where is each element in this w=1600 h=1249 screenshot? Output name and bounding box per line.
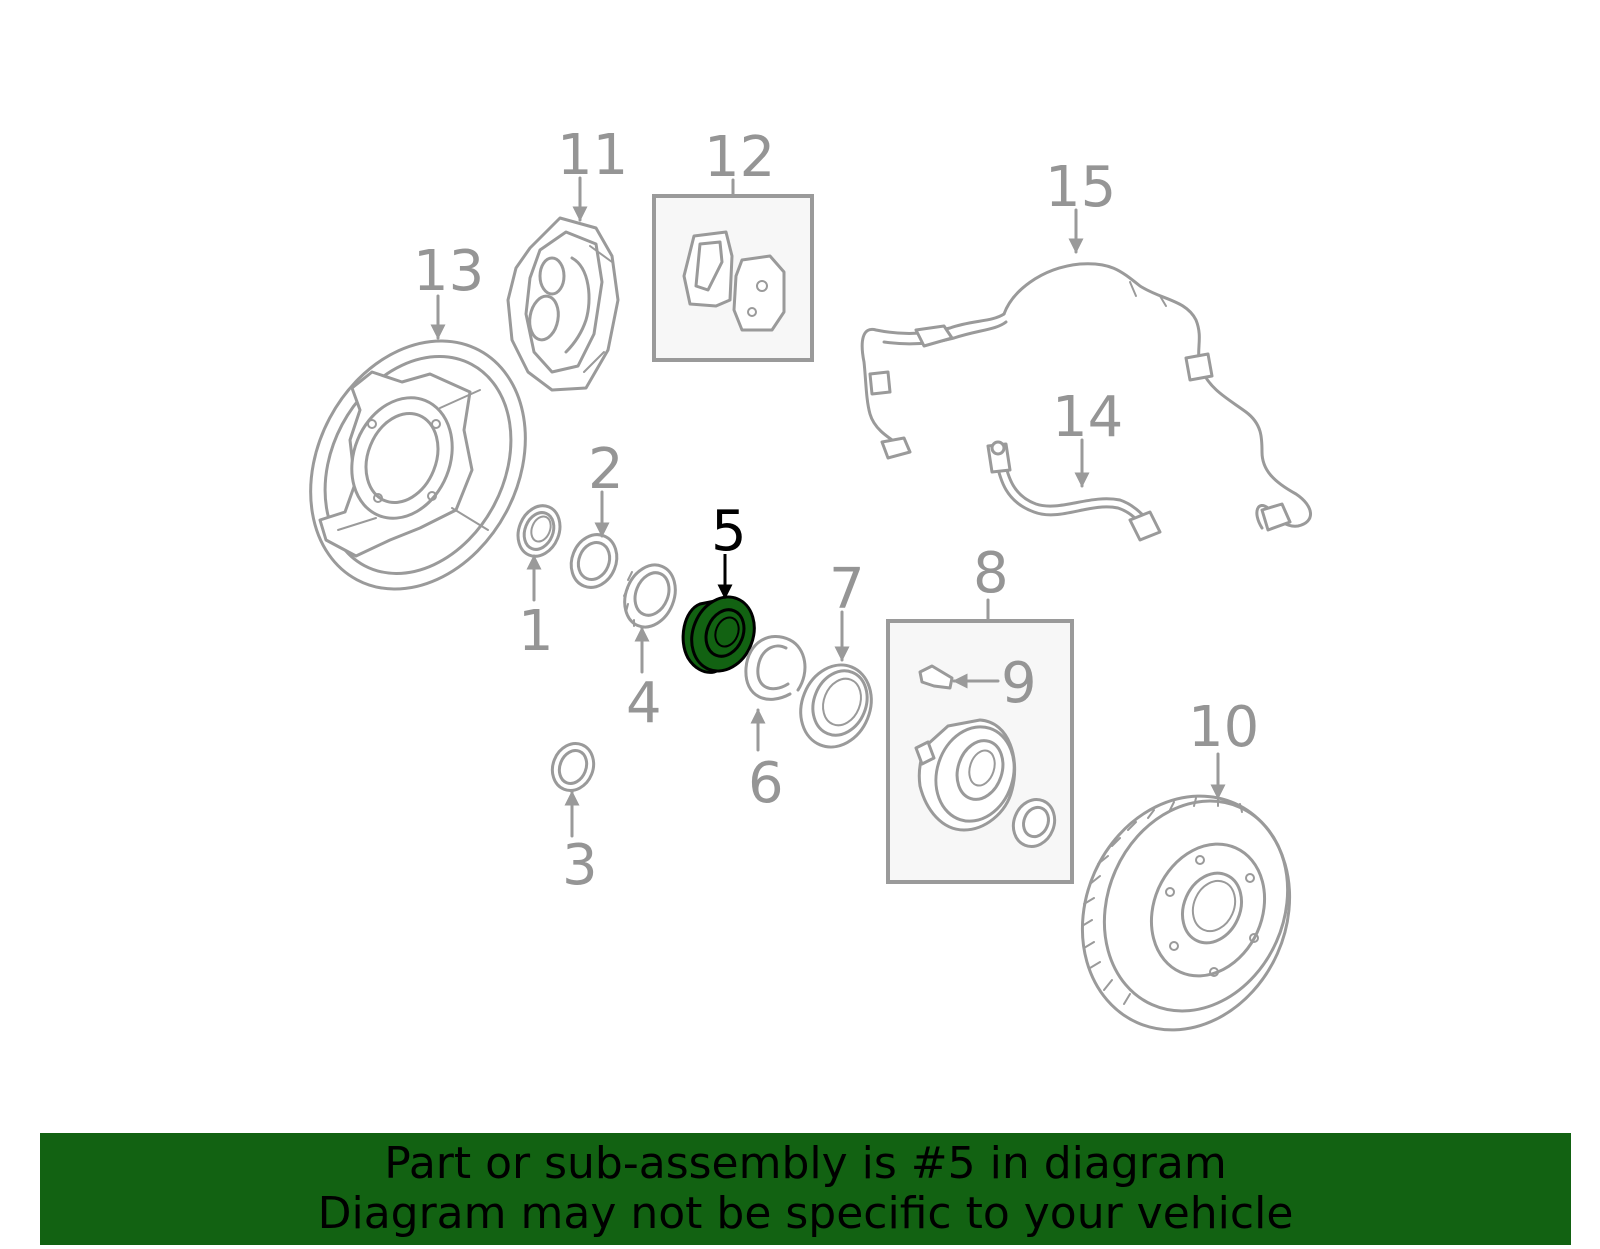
label-13[interactable]: 13 [413,239,484,304]
label-3[interactable]: 3 [562,833,598,898]
label-6[interactable]: 6 [748,751,784,816]
part-11-caliper[interactable] [506,216,620,392]
label-9[interactable]: 9 [1001,651,1037,716]
part-15-abs-harness[interactable] [860,262,1312,532]
label-12[interactable]: 12 [704,125,775,190]
callout-labels: 11 12 13 15 14 2 5 7 8 1 4 9 10 6 3 [413,123,1259,898]
part-12-pads-box[interactable] [652,194,814,362]
banner-line-disclaimer: Diagram may not be specific to your vehi… [317,1188,1294,1239]
part-14-brake-hose[interactable] [986,440,1162,542]
part-7-grease-seal[interactable] [789,654,884,757]
label-8[interactable]: 8 [973,541,1009,606]
label-1[interactable]: 1 [518,599,554,664]
part-6-snap-ring[interactable] [744,635,807,701]
label-11[interactable]: 11 [557,123,628,188]
part-4-bearing[interactable] [616,557,684,634]
part-3-small-seal[interactable] [545,737,600,796]
info-banner: Part or sub-assembly is #5 in diagram Di… [40,1133,1571,1245]
banner-line-part: Part or sub-assembly is #5 in diagram [384,1138,1227,1189]
part-13-dust-shield[interactable] [269,303,568,626]
label-15[interactable]: 15 [1045,155,1116,220]
label-5[interactable]: 5 [711,499,747,564]
part-2-bearing-race[interactable] [563,528,624,595]
label-14[interactable]: 14 [1052,385,1123,450]
label-7[interactable]: 7 [829,557,865,622]
part-5-hub-bearing[interactable] [681,588,765,681]
label-10[interactable]: 10 [1188,695,1259,760]
part-10-brake-rotor[interactable] [1046,763,1326,1064]
label-2[interactable]: 2 [588,437,624,502]
part-8-hub-box[interactable] [886,619,1074,884]
label-4[interactable]: 4 [626,671,662,736]
part-1-seal[interactable] [511,499,568,562]
leader-lines [430,176,1226,838]
